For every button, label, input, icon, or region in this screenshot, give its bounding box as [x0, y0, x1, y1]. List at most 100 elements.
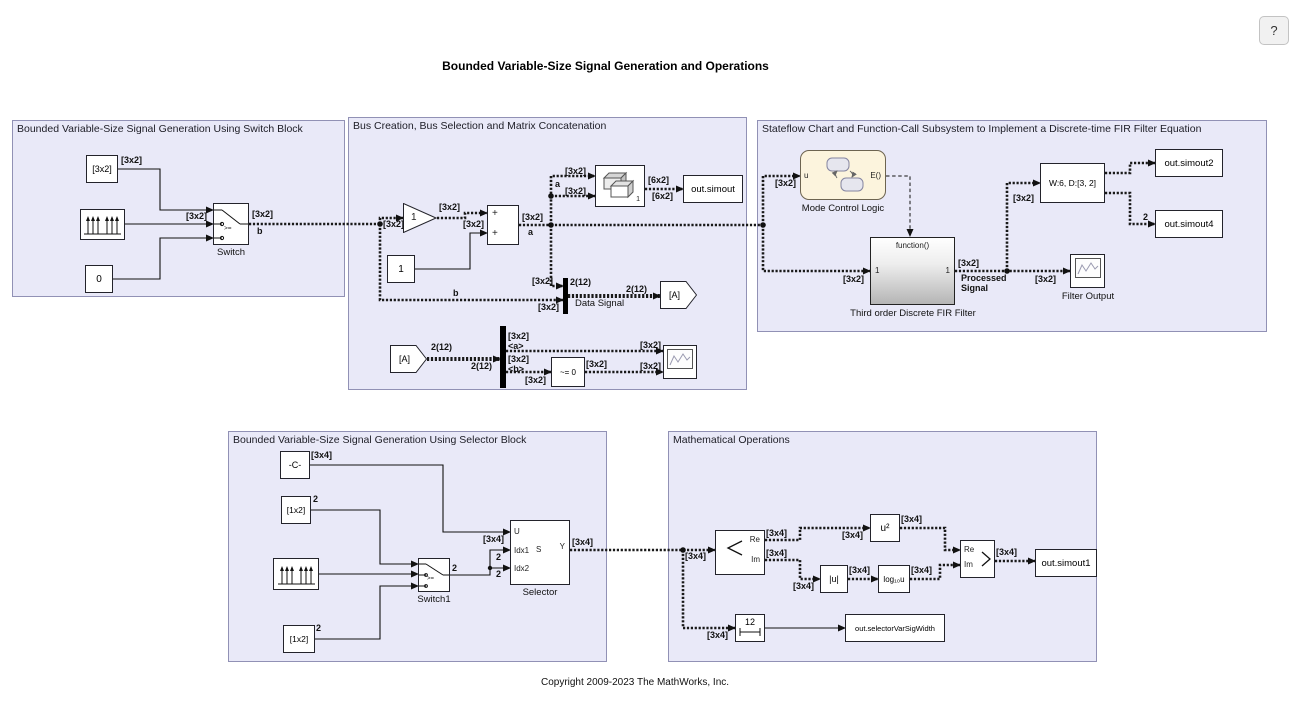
- outport-simout-block[interactable]: out.simout: [683, 175, 743, 203]
- constant-1x2-bottom-block[interactable]: [1x2]: [283, 625, 315, 653]
- signal-label: [3x2]: [775, 178, 797, 188]
- signal-label: 2(12): [626, 284, 648, 294]
- signal-label: [3x4]: [766, 528, 788, 538]
- selector-idx2-label: Idx2: [514, 564, 530, 573]
- area-title-bus-operations: Bus Creation, Bus Selection and Matrix C…: [353, 120, 607, 132]
- matrix-concatenate-block[interactable]: 1: [595, 165, 645, 207]
- concatenate-port-label: 1: [636, 196, 640, 203]
- complex-to-real-imag-block[interactable]: Re Im: [715, 530, 765, 575]
- variable-size-wires: [249, 159, 1156, 632]
- selector-block[interactable]: U Idx1 S Idx2 Y: [510, 520, 570, 585]
- area-bus-operations[interactable]: Bus Creation, Bus Selection and Matrix C…: [348, 117, 747, 390]
- bus-creator-caption: Data Signal: [575, 298, 625, 309]
- concatenate-3d-icon: [602, 171, 635, 199]
- complex-split-icon: [726, 540, 743, 556]
- signal-label: a: [528, 227, 534, 237]
- switch-criteria-label: >=: [224, 225, 232, 232]
- signal-label: 2: [452, 563, 458, 573]
- signal-label: [3x2]: [383, 219, 405, 229]
- goto-tag-A[interactable]: [A]: [660, 281, 697, 309]
- math-square-block[interactable]: u²: [870, 514, 900, 542]
- from-tag-shape: [390, 345, 427, 373]
- fir-function-label: function(): [895, 241, 930, 250]
- signal-label: [3x2]: [439, 202, 461, 212]
- area-title-stateflow-fir: Stateflow Chart and Function-Call Subsys…: [762, 123, 1202, 135]
- bus-wires: [427, 292, 661, 363]
- scope-display-icon: [1074, 258, 1101, 278]
- fir-inport-label: 1: [875, 266, 880, 275]
- selector-y-label: Y: [559, 542, 565, 551]
- signal-label: [3x4]: [793, 581, 815, 591]
- sum-block[interactable]: + +: [487, 205, 519, 245]
- signal-label: b: [257, 226, 263, 236]
- signal-label: [3x4]: [572, 537, 594, 547]
- signal-label: <b>: [508, 364, 525, 374]
- bus-selector-bar[interactable]: [500, 326, 506, 388]
- switch-block[interactable]: >=: [213, 203, 249, 245]
- signal-label: 2(12): [570, 277, 592, 287]
- constant-1x2-top-block[interactable]: [1x2]: [281, 496, 311, 524]
- signal-label: Signal: [961, 283, 989, 293]
- constant-3x2-block[interactable]: [3x2]: [86, 155, 118, 183]
- real-imag-to-complex-block[interactable]: Re Im: [960, 540, 995, 578]
- stem-source-block[interactable]: [80, 209, 125, 240]
- outport-simout1-block[interactable]: out.simout1: [1035, 549, 1097, 577]
- signal-label: [3x4]: [707, 630, 729, 640]
- gain-triangle-icon: [403, 203, 437, 233]
- stem-plot-icon: [84, 216, 121, 235]
- bus-creator-bar[interactable]: [563, 278, 568, 314]
- area-switch-generation[interactable]: Bounded Variable-Size Signal Generation …: [12, 120, 345, 297]
- scope-display-icon: [667, 349, 693, 369]
- signal-label: [3x2]: [525, 375, 547, 385]
- ri2c-re-label: Re: [964, 545, 975, 554]
- width-block[interactable]: 12: [735, 614, 765, 642]
- complex-merge-icon: [981, 551, 991, 567]
- outport-simout2-block[interactable]: out.simout2: [1155, 149, 1223, 177]
- signal-label: [3x4]: [483, 534, 505, 544]
- chart-output-label: E(): [870, 171, 881, 180]
- signal-label: 2: [496, 552, 502, 562]
- outport-simout4-block[interactable]: out.simout4: [1155, 210, 1223, 238]
- width-measure-icon: [739, 628, 761, 636]
- goto-tag-label: [A]: [668, 290, 680, 300]
- switch1-block[interactable]: >=: [418, 558, 450, 592]
- constant-one-block[interactable]: 1: [387, 255, 415, 283]
- from-tag-A[interactable]: [A]: [390, 345, 427, 373]
- signal-label: 2(12): [471, 361, 493, 371]
- signal-label: 2(12): [431, 342, 453, 352]
- log10-block[interactable]: log₁₀u: [878, 565, 910, 593]
- signal-label: [3x2]: [958, 258, 980, 268]
- scaling-block[interactable]: W:6, D:[3, 2]: [1040, 163, 1105, 203]
- signal-label: Processed: [961, 273, 1007, 283]
- switch1-criteria-label: >=: [427, 576, 435, 582]
- switch-icon: [419, 563, 449, 588]
- help-button[interactable]: ?: [1259, 16, 1289, 45]
- signal-label: [3x2]: [522, 212, 544, 222]
- signal-label: [3x2]: [640, 361, 662, 371]
- function-call-wire: [886, 175, 914, 237]
- goto-tag-shape: [660, 281, 697, 309]
- stateflow-chart-block[interactable]: u E(): [800, 150, 886, 200]
- sum-plus-top: +: [492, 208, 498, 219]
- signal-label: [3x2]: [508, 331, 530, 341]
- selector-u-label: U: [514, 527, 520, 536]
- outport-selector-width-block[interactable]: out.selectorVarSigWidth: [845, 614, 945, 642]
- scope-block[interactable]: [663, 345, 697, 379]
- signal-label: [3x2]: [1013, 193, 1035, 203]
- sum-plus-bottom: +: [492, 228, 498, 239]
- from-tag-label: [A]: [398, 354, 410, 364]
- abs-block[interactable]: |u|: [820, 565, 848, 593]
- filter-output-scope-block[interactable]: [1070, 254, 1105, 288]
- compare-to-zero-block[interactable]: ~= 0: [551, 357, 585, 387]
- fir-caption: Third order Discrete FIR Filter: [850, 308, 976, 319]
- constant-C-block[interactable]: -C-: [280, 451, 310, 479]
- switch-icon: [214, 209, 248, 241]
- c2ri-re-label: Re: [749, 535, 760, 544]
- stem-source2-block[interactable]: [273, 558, 319, 590]
- constant-zero-block[interactable]: 0: [85, 265, 113, 293]
- signal-label: [3x2]: [121, 155, 143, 165]
- gain-block[interactable]: 1: [403, 203, 437, 233]
- signal-label: [3x2]: [532, 276, 554, 286]
- fir-subsystem-block[interactable]: function() 1 1: [870, 237, 955, 305]
